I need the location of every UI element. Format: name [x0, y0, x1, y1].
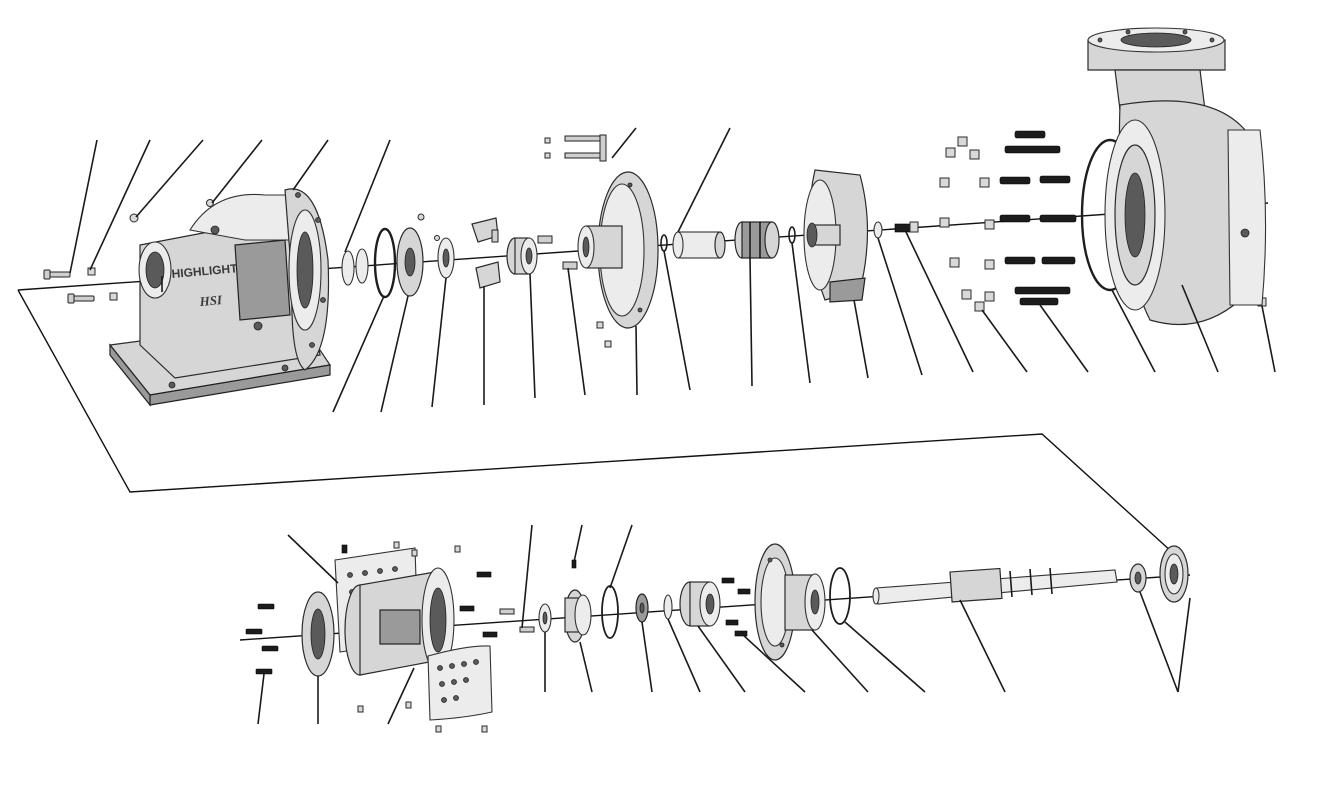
bearing-cover [396, 213, 425, 297]
shaft-bearing-small [1129, 563, 1147, 593]
logo-casting-text: HSI [198, 292, 224, 309]
bearing-flange [754, 543, 826, 661]
bolt-left-lower [67, 293, 95, 304]
shaft-bearing-large [1159, 545, 1189, 603]
motor-adapter [344, 567, 455, 676]
leader-lines-top [69, 127, 1276, 413]
leader-lines-bottom [257, 524, 1191, 725]
bottom-oring-1 [601, 585, 619, 639]
bearing-housing-insert [679, 581, 721, 627]
bearing-end-cover [564, 559, 592, 643]
screw-top-2 [206, 199, 214, 207]
nut-left-2 [109, 292, 118, 301]
coupling-half-lower [475, 261, 501, 289]
seal-ring-small-pair [341, 248, 369, 286]
brand-casting-text: HIGHLIGHT [171, 261, 239, 281]
casing-studs [999, 130, 1077, 306]
impeller-nut-stud [894, 221, 919, 233]
shaft-sleeve [672, 231, 726, 259]
bottom-bolts-left [245, 603, 279, 675]
lock-washer [663, 594, 673, 620]
oring-small-2 [788, 226, 796, 244]
pump-shaft [872, 567, 1118, 605]
bottom-washer [538, 603, 552, 633]
bolt-coupling-2 [562, 261, 578, 270]
coupling-guard-lower [427, 645, 493, 721]
bolt-left-upper [43, 269, 71, 280]
mechanical-seal [734, 221, 780, 259]
bearing-sleeve [506, 237, 538, 275]
seal-plate [577, 171, 659, 348]
bottom-set-screw [519, 626, 535, 633]
bottom-oring-2 [829, 567, 851, 625]
gasket-ring-large [373, 227, 397, 299]
bearing-housing-bracket: HIGHLIGHT HSI [108, 188, 332, 407]
hex-key-top [544, 134, 607, 162]
bottom-bolts-mid [721, 577, 751, 637]
bottom-small-screws [341, 541, 515, 733]
bearing-ring [434, 235, 455, 279]
bolt-coupling-1 [537, 235, 553, 244]
bottom-bearing-small [635, 593, 649, 623]
nut-left-1 [87, 267, 96, 276]
volute-casing [1087, 27, 1267, 326]
impeller-washer [873, 221, 883, 239]
impeller [803, 169, 869, 303]
assembly-connector-line [17, 289, 1173, 553]
coupling-half-upper [471, 217, 499, 243]
oring-small-1 [660, 234, 668, 252]
adapter-flange-ring [301, 591, 335, 677]
